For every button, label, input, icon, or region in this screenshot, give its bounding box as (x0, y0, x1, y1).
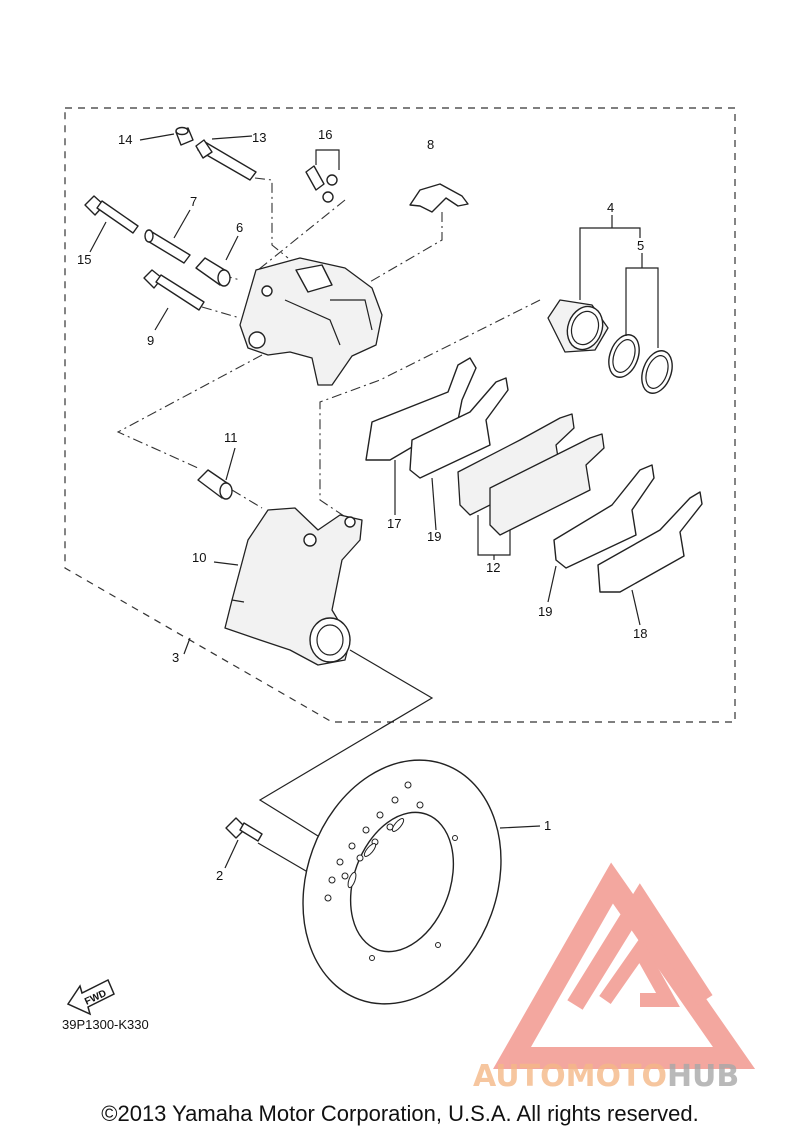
caliper-bracket-10 (224, 507, 363, 666)
callout-leaders (89, 133, 659, 869)
callout-5: 5 (637, 238, 644, 253)
callout-19-left: 19 (427, 529, 441, 544)
watermark-part2: HUB (667, 1059, 739, 1094)
callout-14: 14 (118, 132, 132, 147)
callout-4: 4 (607, 200, 614, 215)
callout-1: 1 (544, 818, 551, 833)
pad-spring-8 (409, 183, 469, 213)
callout-17: 17 (387, 516, 401, 531)
callout-7: 7 (190, 194, 197, 209)
pad-shim-17 (365, 357, 477, 461)
callout-9: 9 (147, 333, 154, 348)
callout-12: 12 (486, 560, 500, 575)
brake-pad-kit-12 (457, 413, 605, 536)
brake-pad-19-right (553, 464, 655, 569)
boot-11 (197, 469, 233, 500)
callout-13: 13 (252, 130, 266, 145)
watermark-text: AUTOMOTOHUB (473, 1059, 739, 1094)
callout-10: 10 (192, 550, 206, 565)
bolt-9 (143, 269, 205, 311)
callout-labels: 1 2 3 4 5 6 7 8 9 10 11 12 13 14 15 16 1… (77, 127, 647, 883)
disc-bolt-2 (225, 817, 263, 842)
caliper-assembly-outline (64, 107, 736, 723)
piston-4 (547, 299, 609, 353)
pad-shim-18 (597, 491, 703, 593)
copyright-notice: ©2013 Yamaha Motor Corporation, U.S.A. A… (101, 1101, 699, 1126)
pad-pin-13 (195, 139, 257, 181)
callout-8: 8 (427, 137, 434, 152)
diagram-code: 39P1300-K330 (62, 1017, 149, 1032)
assembly-guide-lines (116, 177, 541, 879)
callout-11: 11 (224, 430, 238, 445)
callout-3: 3 (172, 650, 179, 665)
piston-seal-5 (608, 334, 673, 394)
bolt-15 (84, 195, 139, 234)
callout-18: 18 (633, 626, 647, 641)
bleed-cap-14 (175, 126, 194, 146)
callout-19-right: 19 (538, 604, 552, 619)
sleeve-7 (144, 229, 191, 264)
caliper-body (239, 257, 383, 386)
callout-6: 6 (236, 220, 243, 235)
fwd-arrow: FWD (66, 978, 115, 1016)
watermark-logo (493, 862, 756, 1069)
brake-disc-1 (302, 759, 502, 1005)
callout-2: 2 (216, 868, 223, 883)
boot-6 (195, 257, 231, 287)
bleed-screw-16 (305, 149, 340, 203)
watermark-part1: AUTOMOTO (473, 1059, 667, 1094)
brake-pad-19-left (409, 377, 509, 479)
callout-15: 15 (77, 252, 91, 267)
callout-16: 16 (318, 127, 332, 142)
